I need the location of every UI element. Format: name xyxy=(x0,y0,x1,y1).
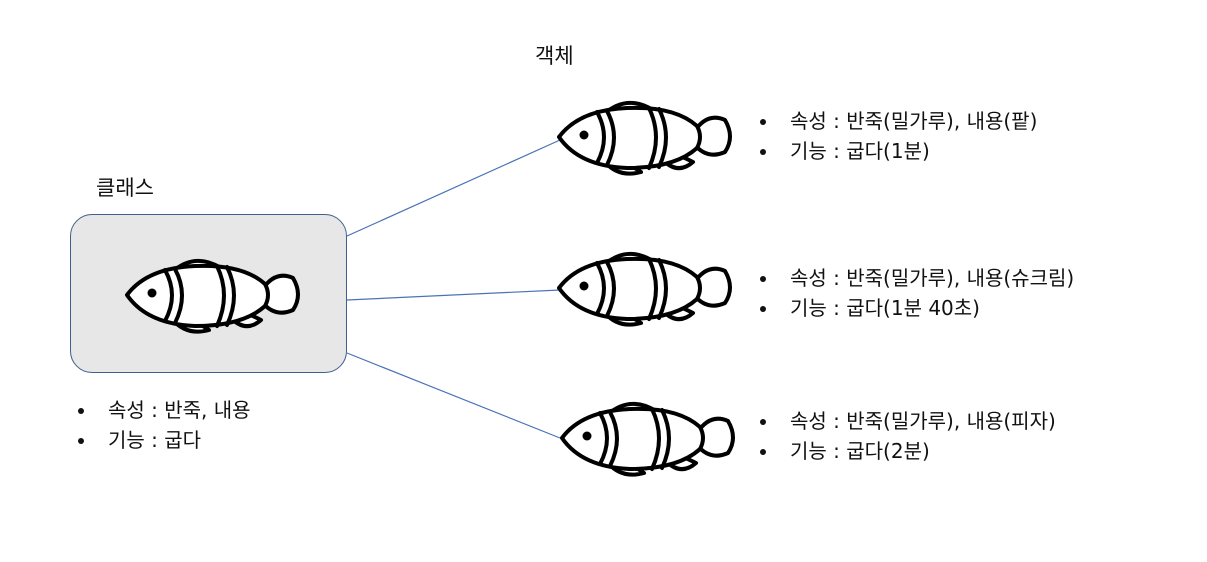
class-function-item: 기능 : 굽다 xyxy=(74,425,251,455)
object-2-function-item: 기능 : 굽다(1분 40초) xyxy=(756,293,1074,323)
object-title: 객체 xyxy=(535,44,574,68)
object-3-property-item: 속성 : 반죽(밀가루), 내용(피자) xyxy=(756,406,1056,436)
object-1-property-item: 속성 : 반죽(밀가루), 내용(팥) xyxy=(756,106,1037,136)
connector-line-1 xyxy=(346,139,561,237)
connector-line-3 xyxy=(346,352,561,439)
fish-icon xyxy=(125,259,300,334)
object-2-property-item: 속성 : 반죽(밀가루), 내용(슈크림) xyxy=(756,263,1074,293)
fish-icon xyxy=(560,402,735,477)
object-3-function-item: 기능 : 굽다(2분) xyxy=(756,436,1056,466)
class-property-item: 속성 : 반죽, 내용 xyxy=(74,395,251,425)
object-1-function-item: 기능 : 굽다(1분) xyxy=(756,136,1037,166)
fish-icon xyxy=(557,101,732,176)
object-3-attributes: 속성 : 반죽(밀가루), 내용(피자) 기능 : 굽다(2분) xyxy=(756,406,1056,466)
object-1-attributes: 속성 : 반죽(밀가루), 내용(팥) 기능 : 굽다(1분) xyxy=(756,106,1037,166)
fish-icon xyxy=(557,252,732,327)
object-2-attributes: 속성 : 반죽(밀가루), 내용(슈크림) 기능 : 굽다(1분 40초) xyxy=(756,263,1074,323)
connector-line-2 xyxy=(346,289,561,301)
class-title: 클래스 xyxy=(96,176,154,200)
class-attributes: 속성 : 반죽, 내용 기능 : 굽다 xyxy=(74,395,251,455)
